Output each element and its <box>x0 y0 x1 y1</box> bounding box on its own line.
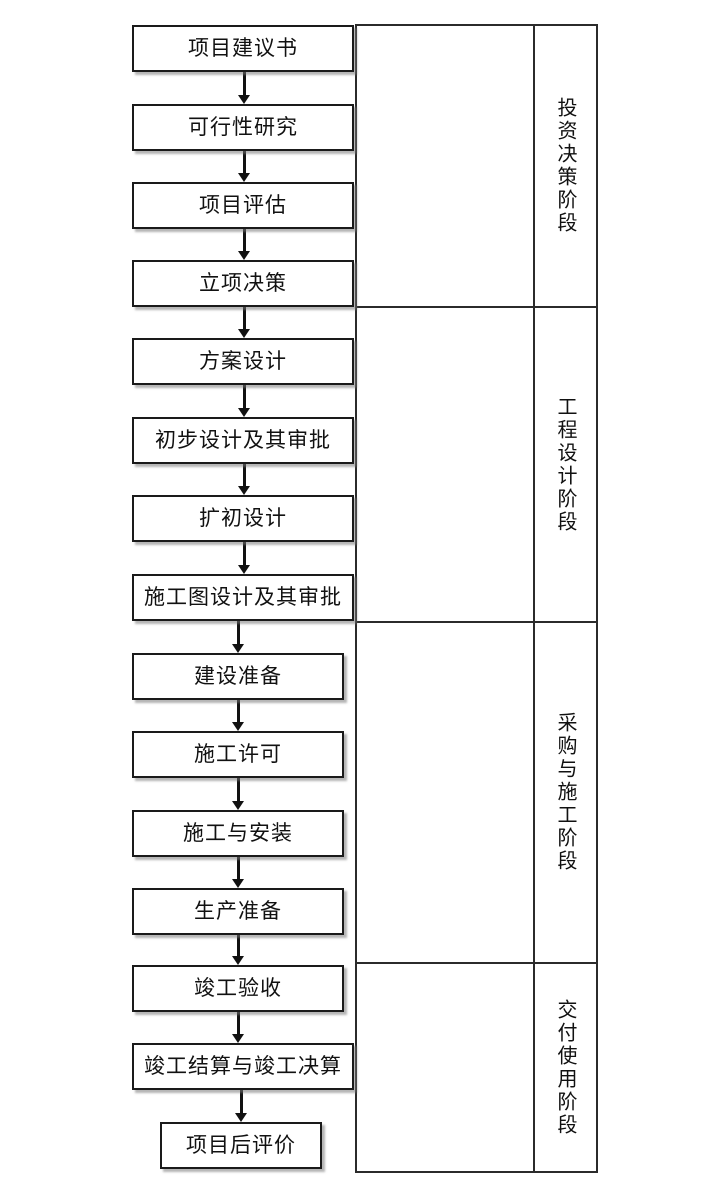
arrowhead-down-icon <box>232 879 244 888</box>
arrowhead-down-icon <box>232 956 244 965</box>
process-node-n11[interactable]: 施工与安装 <box>132 810 344 857</box>
process-node-label: 竣工验收 <box>194 976 282 1000</box>
arrow-shaft <box>242 229 246 251</box>
arrowhead-down-icon <box>232 722 244 731</box>
arrow-shaft <box>242 72 246 95</box>
process-node-n4[interactable]: 立项决策 <box>132 260 354 307</box>
process-node-n12[interactable]: 生产准备 <box>132 888 344 935</box>
arrow-shaft <box>236 778 240 801</box>
arrow-shaft <box>236 621 240 644</box>
arrow-shaft <box>236 935 240 956</box>
process-node-label: 施工图设计及其审批 <box>144 585 342 609</box>
process-node-label: 项目评估 <box>199 193 287 217</box>
phase-cell-p4: 交付使用阶段 <box>533 963 596 1172</box>
phase-cell-p1: 投资决策阶段 <box>533 25 596 307</box>
process-node-n7[interactable]: 扩初设计 <box>132 495 354 542</box>
phase-cell-p3: 采购与施工阶段 <box>533 622 596 963</box>
process-node-n10[interactable]: 施工许可 <box>132 731 344 778</box>
arrow-shaft <box>242 464 246 486</box>
process-node-n3[interactable]: 项目评估 <box>132 182 354 229</box>
arrowhead-down-icon <box>235 1113 247 1122</box>
process-node-n13[interactable]: 竣工验收 <box>132 965 344 1012</box>
process-node-label: 项目后评价 <box>186 1133 296 1157</box>
process-node-n5[interactable]: 方案设计 <box>132 338 354 385</box>
grid-horizontal-line-1 <box>355 306 598 308</box>
arrowhead-down-icon <box>232 644 244 653</box>
grid-vertical-line-left <box>355 24 357 1173</box>
process-node-n9[interactable]: 建设准备 <box>132 653 344 700</box>
arrowhead-down-icon <box>238 173 250 182</box>
phase-label-text: 工程设计阶段 <box>554 395 576 534</box>
process-node-n2[interactable]: 可行性研究 <box>132 104 354 151</box>
arrowhead-down-icon <box>232 1034 244 1043</box>
grid-vertical-line-right <box>596 24 598 1173</box>
process-node-label: 初步设计及其审批 <box>155 428 331 452</box>
grid-horizontal-line-2 <box>355 621 598 623</box>
arrow-shaft <box>239 1090 243 1113</box>
arrowhead-down-icon <box>238 486 250 495</box>
process-node-label: 生产准备 <box>194 899 282 923</box>
arrowhead-down-icon <box>238 329 250 338</box>
process-node-label: 方案设计 <box>199 349 287 373</box>
grid-vertical-line-mid <box>533 24 535 1173</box>
process-node-n6[interactable]: 初步设计及其审批 <box>132 417 354 464</box>
phase-cell-p2: 工程设计阶段 <box>533 307 596 622</box>
arrow-shaft <box>242 151 246 173</box>
arrowhead-down-icon <box>238 565 250 574</box>
grid-horizontal-line-0 <box>355 24 598 26</box>
grid-horizontal-line-4 <box>355 1171 598 1173</box>
arrowhead-down-icon <box>238 95 250 104</box>
arrowhead-down-icon <box>232 801 244 810</box>
arrow-shaft <box>242 385 246 408</box>
process-node-n8[interactable]: 施工图设计及其审批 <box>132 574 354 621</box>
process-node-label: 立项决策 <box>199 271 287 295</box>
arrow-shaft <box>242 542 246 565</box>
process-node-label: 施工与安装 <box>183 821 293 845</box>
grid-horizontal-line-3 <box>355 962 598 964</box>
process-node-label: 建设准备 <box>194 664 282 688</box>
process-node-label: 项目建议书 <box>188 36 298 60</box>
process-node-n15[interactable]: 项目后评价 <box>160 1122 322 1169</box>
arrowhead-down-icon <box>238 408 250 417</box>
process-node-label: 竣工结算与竣工决算 <box>144 1054 342 1078</box>
arrow-shaft <box>236 1012 240 1034</box>
arrow-shaft <box>236 857 240 879</box>
arrowhead-down-icon <box>238 251 250 260</box>
process-node-label: 可行性研究 <box>188 115 298 139</box>
phase-label-text: 投资决策阶段 <box>554 97 576 235</box>
phase-label-text: 交付使用阶段 <box>554 998 576 1137</box>
process-node-label: 施工许可 <box>194 742 282 766</box>
phase-label-text: 采购与施工阶段 <box>554 712 576 873</box>
process-node-n1[interactable]: 项目建议书 <box>132 25 354 72</box>
arrow-shaft <box>242 307 246 329</box>
arrow-shaft <box>236 700 240 722</box>
process-node-n14[interactable]: 竣工结算与竣工决算 <box>132 1043 354 1090</box>
process-node-label: 扩初设计 <box>199 506 287 530</box>
